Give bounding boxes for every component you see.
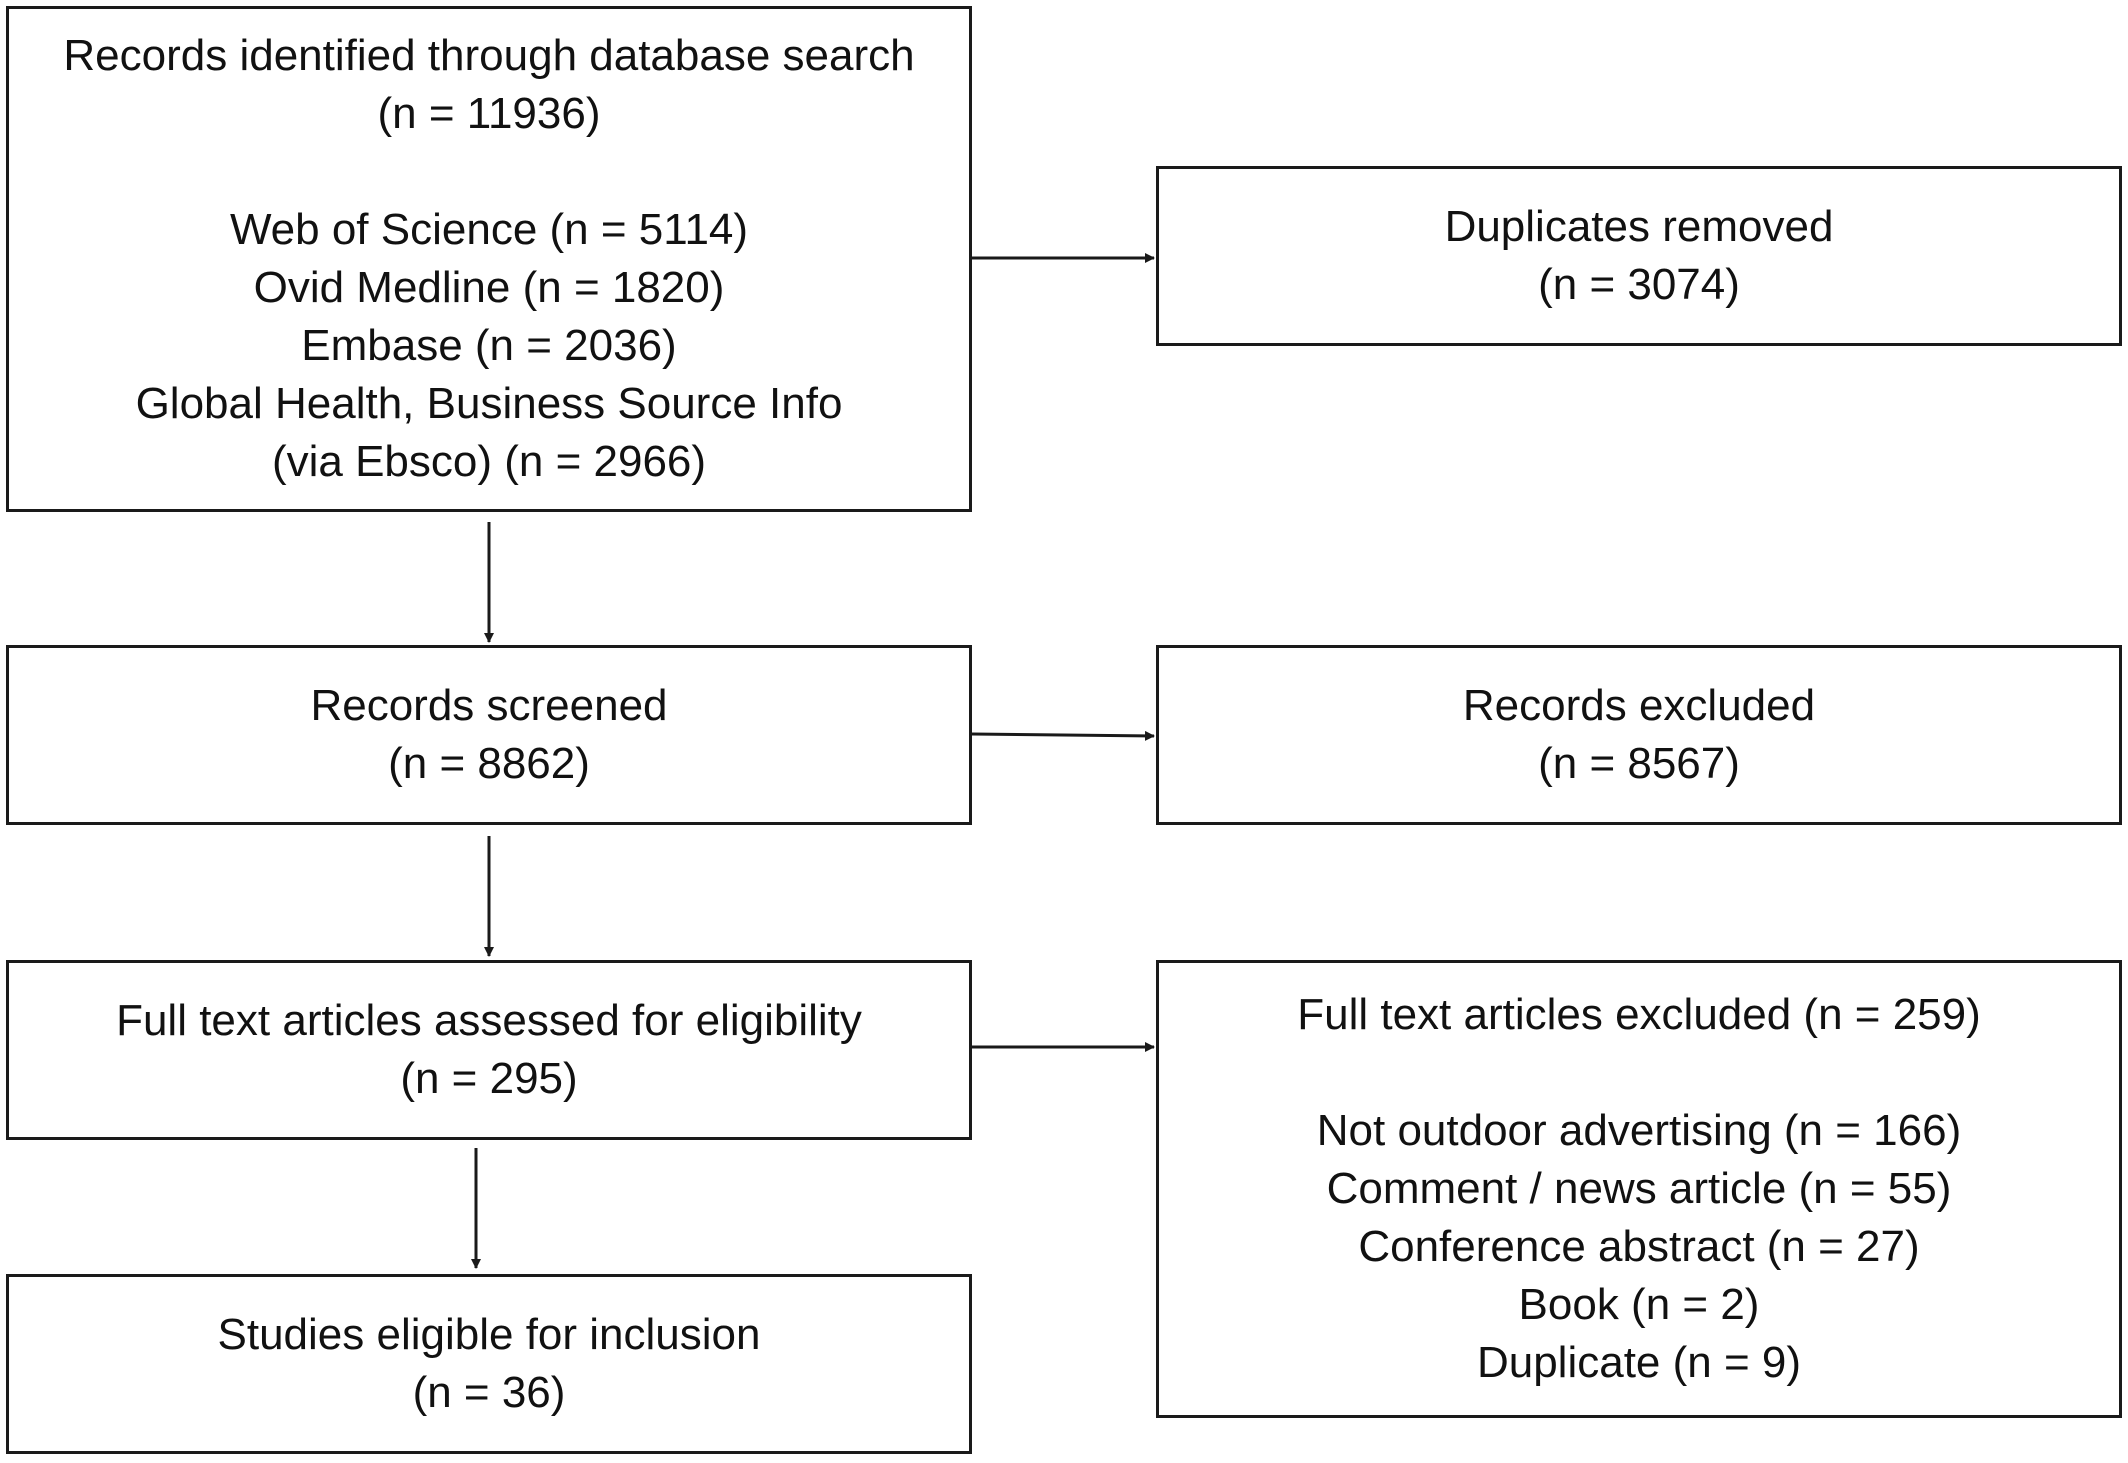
source-global-health: Global Health, Business Source Info [135,379,843,428]
source-ebsco: (via Ebsco) (n = 2966) [271,437,707,486]
included-box: Studies eligible for inclusion (n = 36) [6,1274,972,1454]
arrow-to-records-excluded [971,730,1155,741]
records-excluded-box: Records excluded (n = 8567) [1156,645,2122,825]
eligibility-box: Full text articles assessed for eligibil… [6,960,972,1140]
records-excluded-count: (n = 8567) [1538,739,1740,788]
fulltext-excluded-title: Full text articles excluded (n = 259) [1297,990,1981,1039]
records-excluded-title: Records excluded [1462,681,1816,730]
reason-conference-abstract: Conference abstract (n = 27) [1358,1222,1920,1271]
eligibility-count: (n = 295) [400,1054,578,1103]
source-web-of-science: Web of Science (n = 5114) [229,205,749,254]
screened-box: Records screened (n = 8862) [6,645,972,825]
screened-title: Records screened [310,681,668,730]
screened-count: (n = 8862) [388,739,590,788]
fulltext-excluded-box: Full text articles excluded (n = 259) No… [1156,960,2122,1418]
eligibility-title: Full text articles assessed for eligibil… [116,996,862,1045]
source-ovid-medline: Ovid Medline (n = 1820) [253,263,725,312]
identification-title: Records identified through database sear… [63,31,915,80]
duplicates-title: Duplicates removed [1444,202,1834,251]
duplicates-count: (n = 3074) [1538,260,1740,309]
source-embase: Embase (n = 2036) [301,321,677,370]
reason-comment-news: Comment / news article (n = 55) [1326,1164,1952,1213]
duplicates-box: Duplicates removed (n = 3074) [1156,166,2122,346]
included-count: (n = 36) [412,1368,566,1417]
identification-box: Records identified through database sear… [6,6,972,512]
reason-duplicate: Duplicate (n = 9) [1476,1338,1802,1387]
reason-not-outdoor: Not outdoor advertising (n = 166) [1316,1106,1962,1155]
identification-count: (n = 11936) [377,89,601,138]
included-title: Studies eligible for inclusion [217,1310,761,1359]
reason-book: Book (n = 2) [1518,1280,1760,1329]
